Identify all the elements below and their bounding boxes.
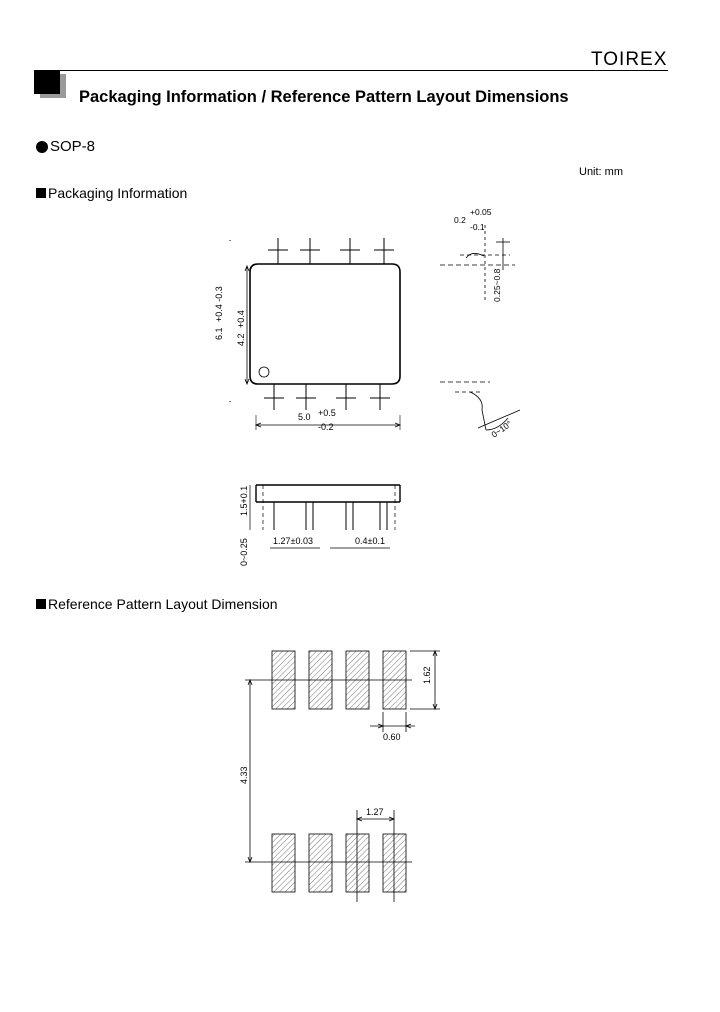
front-view-drawing — [249, 484, 401, 549]
bullet-square-icon — [36, 188, 46, 198]
dim-4-tol: +0.4 — [236, 310, 246, 328]
dim-1-5: 1.5+0.1 — [239, 486, 249, 516]
dim-pitch: 1.27±0.03 — [273, 536, 313, 546]
dim-0-2-tol-minus: -0.1 — [470, 222, 485, 232]
pad-bottom-4 — [382, 833, 407, 893]
dim-5-tol-minus: -0.2 — [318, 422, 334, 432]
bullet-circle-icon — [36, 140, 48, 153]
pattern-labels: 1.62 0.60 4.33 1.27 — [239, 666, 432, 817]
pad-bottom-1 — [271, 833, 296, 893]
dim-pattern-1-27: 1.27 — [366, 807, 384, 817]
dim-6-tol: +0.4 -0.3 — [214, 286, 224, 322]
pad-bottom-3 — [345, 833, 370, 893]
dim-0-2: 0.2 — [454, 215, 466, 225]
package-name: SOP-8 — [50, 138, 96, 155]
dim-5-0: 5.0 — [298, 412, 311, 422]
top-view-drawing — [229, 238, 402, 430]
header-block — [34, 70, 60, 94]
dim-5-tol-plus: +0.5 — [318, 408, 336, 418]
torex-logo: TOIREX — [591, 49, 668, 70]
dim-0-25: 0~0.25 — [239, 538, 249, 566]
section-pattern-label: Reference Pattern Layout Dimension — [48, 596, 278, 612]
pad-bottom-2 — [308, 833, 333, 893]
front-view-labels: 1.5+0.1 0~0.25 1.27±0.03 0.4±0.1 — [239, 486, 385, 566]
dim-0-2-tol-plus: +0.05 — [470, 207, 492, 217]
dim-pattern-4-33: 4.33 — [239, 766, 249, 784]
section-pattern-heading: Reference Pattern Layout Dimension — [36, 596, 278, 612]
package-heading: SOP-8 — [36, 138, 95, 155]
dim-pattern-0-60: 0.60 — [383, 732, 401, 742]
unit-label: Unit: mm — [579, 166, 623, 178]
dim-lead-length: 0.25~0.8 — [492, 268, 502, 302]
lead-detail-drawing — [440, 225, 521, 431]
dim-6-1: 6.1 — [214, 327, 224, 340]
section-packaging-heading: Packaging Information — [36, 185, 187, 201]
dim-lead-width: 0.4±0.1 — [355, 536, 385, 546]
dim-4-2: 4.2 — [236, 333, 246, 346]
page-title: Packaging Information / Reference Patter… — [79, 88, 569, 106]
pattern-dimension-lines — [245, 649, 440, 902]
top-view-labels: 5.0 +0.5 -0.2 6.1 +0.4 -0.3 4.2 +0.4 — [214, 286, 336, 432]
header-rule — [36, 70, 668, 71]
dim-pattern-1-62: 1.62 — [422, 666, 432, 684]
section-packaging-label: Packaging Information — [48, 185, 188, 201]
pattern-pads — [271, 650, 407, 893]
bullet-square-icon — [36, 599, 46, 609]
